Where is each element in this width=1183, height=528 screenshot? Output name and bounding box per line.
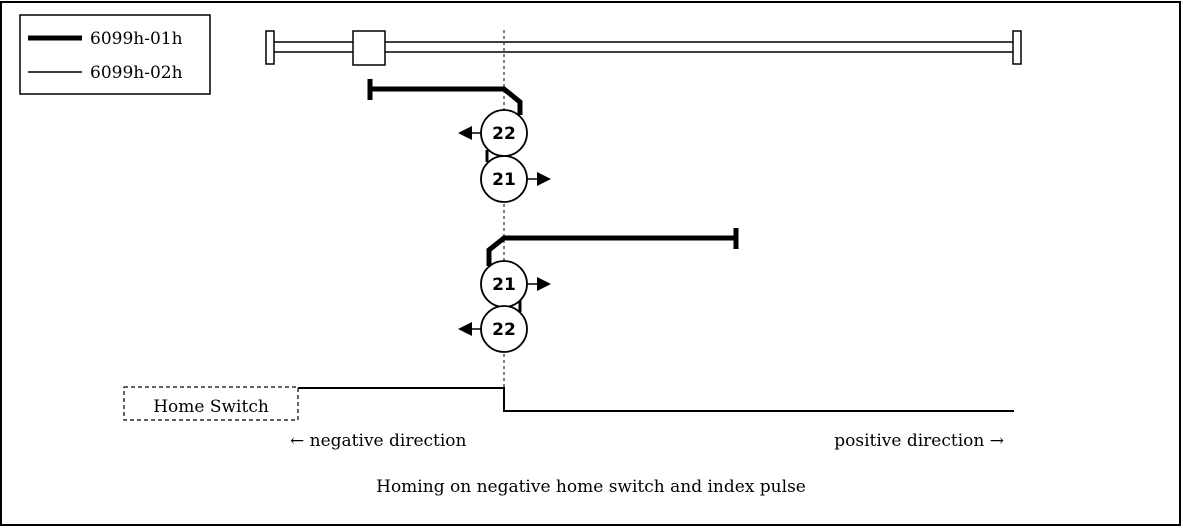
home-switch-box (123, 386, 299, 421)
marker-label-21-lower: 21 (492, 275, 516, 295)
rail-right-stop (1012, 30, 1022, 65)
rail-left-stop (265, 30, 275, 65)
arrow-right-icon-lower (537, 277, 551, 291)
upper-thick-path (370, 86, 523, 115)
negative-direction-label: ← negative direction (290, 431, 467, 451)
positive-direction-label: positive direction → (834, 431, 1004, 451)
lower-path: 21 22 (458, 228, 739, 353)
marker-label-22: 22 (492, 124, 516, 144)
marker-circle-22-lower (480, 305, 528, 353)
marker-label-22-lower: 22 (492, 320, 516, 340)
arrow-left-icon (458, 126, 472, 140)
arrow-right-icon (537, 172, 551, 186)
upper-path: 22 21 (367, 79, 551, 203)
arrow-left-icon-lower (458, 322, 472, 336)
travel-rail (265, 30, 1022, 66)
diagram-caption: Homing on negative home switch and index… (376, 477, 806, 497)
legend-box (19, 14, 211, 95)
legend-label-02h: 6099h-02h (90, 63, 183, 83)
lower-thick-path (486, 235, 736, 266)
carriage-block (352, 30, 386, 66)
legend: 6099h-01h 6099h-02h (19, 14, 211, 95)
legend-label-01h: 6099h-01h (90, 29, 183, 49)
home-switch-waveform (283, 387, 1014, 412)
home-switch-signal: Home Switch (123, 386, 1014, 421)
marker-label-21: 21 (492, 170, 516, 190)
home-switch-label: Home Switch (153, 397, 269, 417)
